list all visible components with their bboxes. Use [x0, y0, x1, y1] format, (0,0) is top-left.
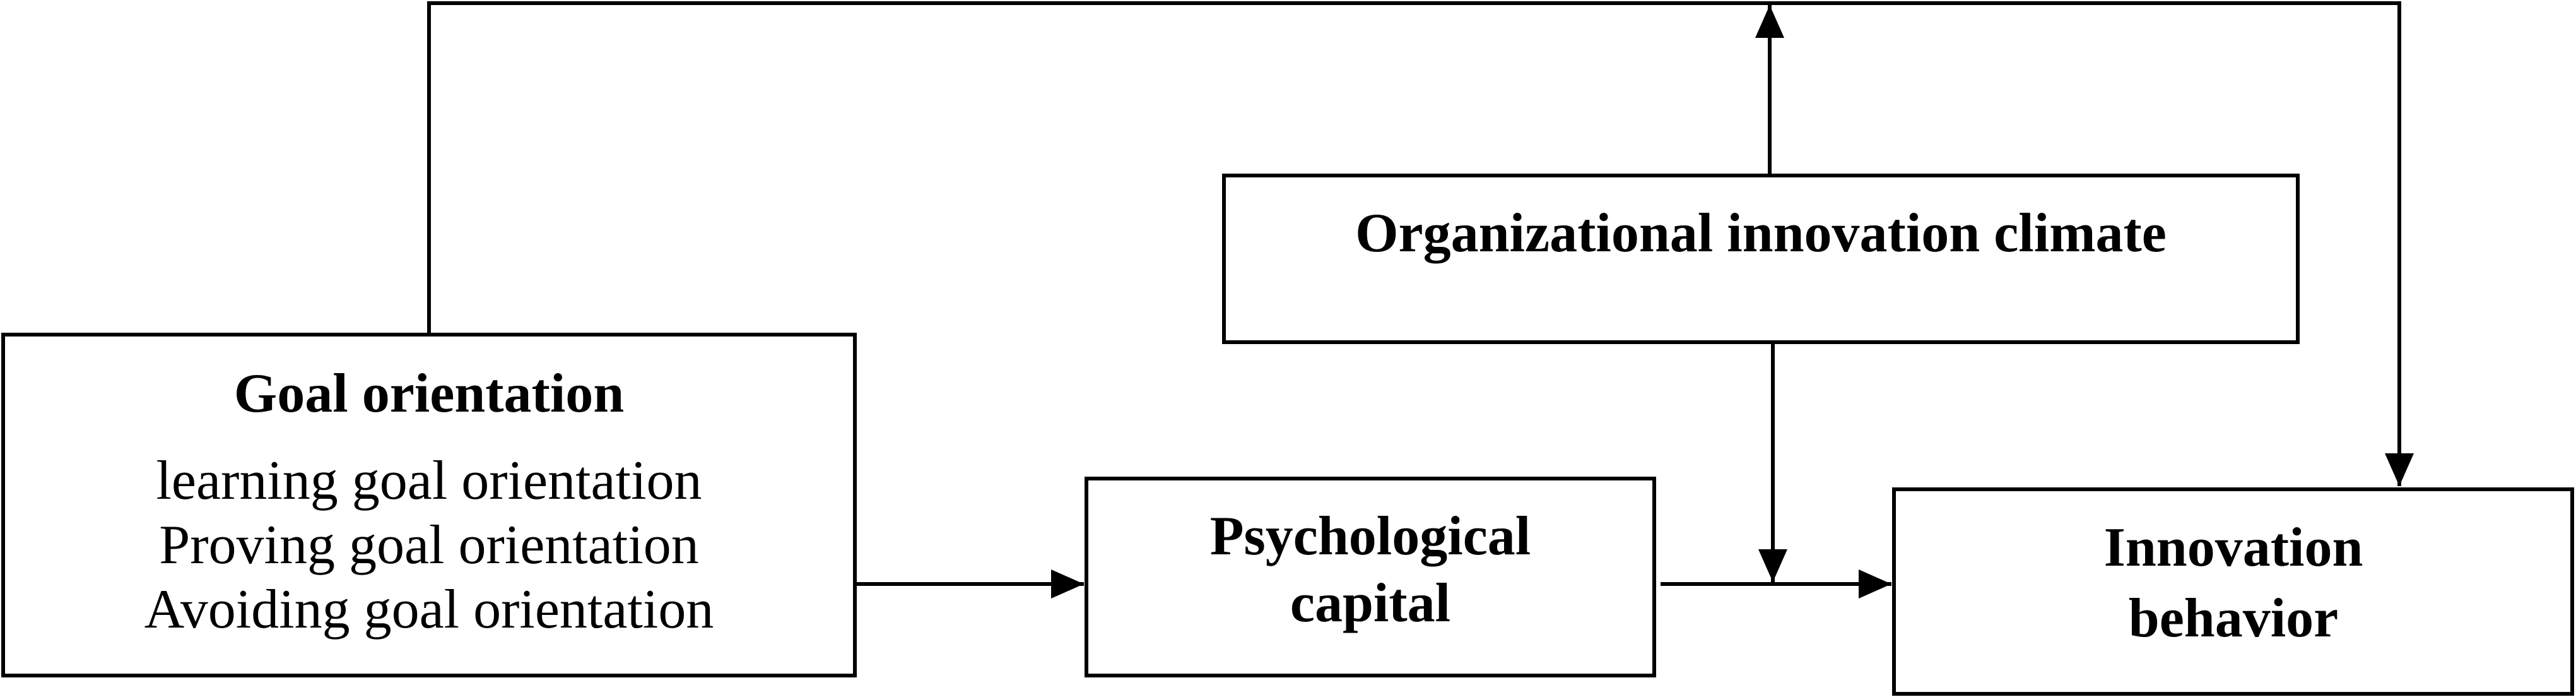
- psychological-capital-title-line1: Psychological: [1210, 506, 1531, 567]
- psychological-capital-title-line2: capital: [1290, 573, 1450, 634]
- goal-orientation-item-learning: learning goal orientation: [156, 450, 702, 511]
- psychological-capital-frame: [1085, 477, 1656, 677]
- innovation-climate-box: Organizational innovation climate: [1222, 174, 2300, 344]
- innovation-behavior-title-line1: Innovation: [2104, 517, 2363, 578]
- goal-orientation-item-avoiding: Avoiding goal orientation: [144, 579, 714, 640]
- innovation-climate-title: Organizational innovation climate: [1355, 203, 2167, 264]
- innovation-behavior-box: Innovation behavior: [1892, 487, 2574, 696]
- innovation-climate-frame: [1222, 174, 2300, 344]
- goal-orientation-item-proving: Proving goal orientation: [159, 515, 698, 576]
- innovation-behavior-title-line2: behavior: [2129, 588, 2338, 649]
- goal-orientation-box: Goal orientation learning goal orientati…: [1, 333, 857, 677]
- psychological-capital-box: Psychological capital: [1085, 477, 1656, 677]
- innovation-behavior-frame: [1892, 487, 2574, 696]
- arrow-goal-to-behavior-direct: [427, 1, 2414, 486]
- goal-orientation-title: Goal orientation: [234, 363, 624, 424]
